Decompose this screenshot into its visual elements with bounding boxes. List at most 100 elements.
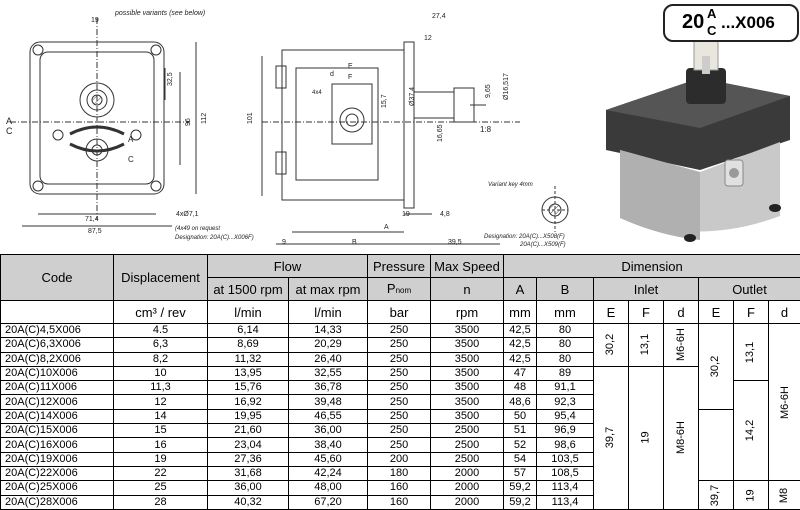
- dim-4x4: 4x4: [312, 90, 322, 96]
- keyway-detail: [541, 186, 569, 232]
- row-flow-max: 20,29: [287, 337, 369, 353]
- unit-F-outlet: F: [733, 300, 770, 324]
- dim-27-4: 27,4: [432, 13, 446, 20]
- row-pressure: 250: [367, 380, 432, 396]
- row-pressure: 250: [367, 437, 432, 453]
- dim-9: 9: [282, 239, 286, 246]
- outlet-d-group2-text: M8: [778, 487, 791, 503]
- row-dim-A: 50: [503, 408, 538, 425]
- row-dim-B: 103,5: [536, 451, 595, 467]
- row-flow-1500: 11,32: [207, 351, 289, 367]
- row-flow-1500: 15,76: [207, 380, 289, 396]
- row-displacement: 12: [113, 394, 208, 410]
- outlet-d-group1-text: M6-6H: [779, 385, 792, 419]
- row-flow-max: 46,55: [287, 408, 369, 425]
- row-pressure: 250: [367, 365, 432, 382]
- row-flow-max: 32,55: [287, 365, 369, 382]
- row-flow-max: 45,60: [287, 451, 369, 467]
- row-speed: 2500: [430, 437, 505, 453]
- row-flow-max: 26,40: [287, 351, 369, 367]
- outlet-F-group1-bottom-text: 14,2: [744, 420, 757, 442]
- row-displacement: 15: [113, 423, 208, 439]
- inlet-E-group1: 30,2: [593, 323, 630, 367]
- row-displacement: 11,3: [113, 380, 208, 396]
- unit-F-inlet: F: [628, 300, 665, 324]
- row-displacement: 14: [113, 408, 208, 425]
- dim-37-4: Ø37,4: [409, 87, 416, 106]
- inlet-F-group2: 19: [628, 365, 665, 510]
- label-C-right: C: [128, 155, 134, 164]
- row-dim-B: 96,9: [536, 423, 595, 439]
- header-inlet: Inlet: [593, 277, 700, 301]
- outlet-F-group2-text: 19: [744, 489, 757, 502]
- row-speed: 3500: [430, 322, 505, 339]
- outlet-F-group1-bottom: 14,2: [733, 380, 770, 482]
- row-dim-A: 42,5: [503, 322, 538, 339]
- outlet-d-group2: M8: [768, 480, 800, 510]
- row-flow-1500: 6,14: [207, 322, 289, 339]
- row-dim-B: 89: [536, 365, 595, 382]
- label-C-left: C: [6, 126, 13, 136]
- note-designation: Designation: 20A(C)...X006F): [175, 235, 254, 241]
- row-displacement: 19: [113, 451, 208, 467]
- unit-pressure: bar: [367, 300, 432, 324]
- row-displacement: 6,3: [113, 337, 208, 353]
- row-dim-B: 80: [536, 337, 595, 353]
- row-displacement: 28: [113, 494, 208, 510]
- header-at-1500: at 1500 rpm: [207, 277, 289, 301]
- unit-d-outlet: d: [768, 300, 800, 324]
- header-pressure: Pressure: [367, 254, 432, 278]
- dim-32-5: 32,5: [167, 72, 174, 86]
- row-flow-1500: 21,60: [207, 423, 289, 439]
- row-pressure: 160: [367, 494, 432, 510]
- row-code: 20A(C)6,3X006: [0, 337, 114, 353]
- unit-displacement: cm³ / rev: [113, 300, 208, 324]
- outlet-F-group2: 19: [733, 480, 770, 510]
- dim-112: 112: [201, 113, 208, 124]
- dim-39-5: 39,5: [448, 239, 462, 246]
- note-designation3: 20A(C)...X509(F): [519, 242, 566, 248]
- dim-87-5: 87,5: [88, 228, 102, 235]
- unit-E-inlet: E: [593, 300, 630, 324]
- outlet-d-group1: M6-6H: [768, 322, 800, 482]
- dim-4x7-1: 4xØ7,1: [176, 211, 199, 218]
- row-pressure: 200: [367, 451, 432, 467]
- title-prefix: 20: [682, 11, 705, 33]
- row-pressure: 250: [367, 322, 432, 339]
- title-sup: A: [707, 6, 717, 21]
- row-flow-1500: 27,36: [207, 451, 289, 467]
- unit-d-inlet: d: [663, 300, 700, 324]
- header-at-max: at max rpm: [287, 277, 369, 301]
- dim-96: 96: [185, 118, 192, 126]
- row-dim-B: 92,3: [536, 394, 595, 410]
- dim-1-8: 1:8: [480, 125, 492, 134]
- row-pressure: 250: [367, 351, 432, 367]
- row-speed: 3500: [430, 365, 505, 382]
- dim-19-bot: 19: [402, 211, 410, 218]
- row-displacement: 10: [113, 365, 208, 382]
- row-dim-A: 42,5: [503, 351, 538, 367]
- row-displacement: 25: [113, 480, 208, 496]
- row-flow-1500: 31,68: [207, 465, 289, 482]
- dim-4-8: 4,8: [440, 211, 450, 218]
- row-speed: 3500: [430, 337, 505, 353]
- dim-19-top: 19: [91, 17, 99, 24]
- dim-F: F: [348, 74, 352, 81]
- row-displacement: 16: [113, 437, 208, 453]
- row-flow-1500: 8,69: [207, 337, 289, 353]
- row-speed: 3500: [430, 394, 505, 410]
- row-speed: 2500: [430, 423, 505, 439]
- unit-flow-max: l/min: [287, 300, 369, 324]
- technical-drawing: possible variants (see below) 19 71,4 87…: [6, 10, 790, 248]
- dim-d: d: [330, 71, 334, 78]
- unit-speed: rpm: [430, 300, 505, 324]
- dim-E: E: [348, 63, 353, 70]
- row-code: 20A(C)22X006: [0, 465, 114, 482]
- header-B: B: [536, 277, 595, 301]
